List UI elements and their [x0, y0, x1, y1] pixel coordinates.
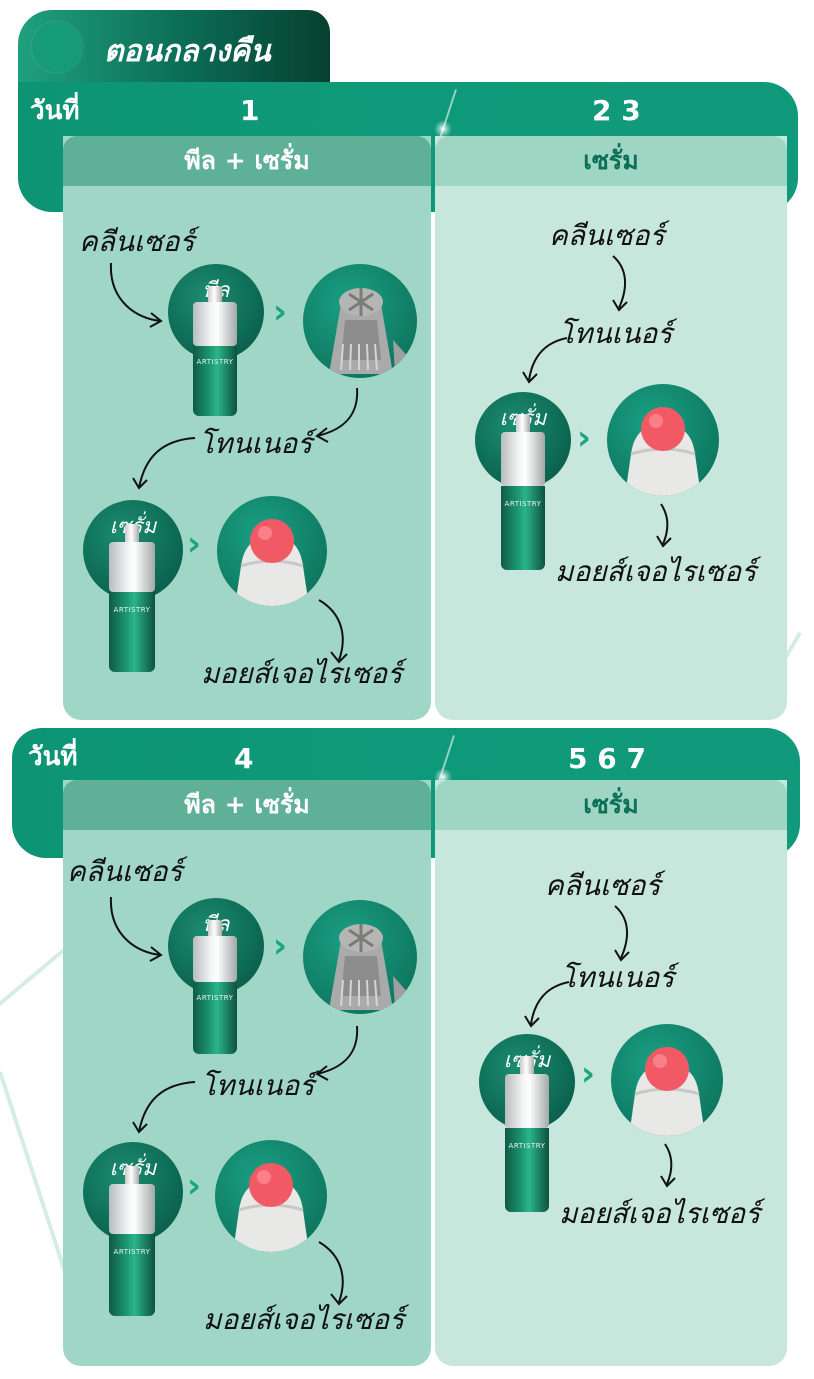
- peel-tool-circle: [303, 900, 417, 1014]
- serum-tool-circle: [607, 384, 719, 496]
- bottle-brand: ARTISTRY: [508, 1142, 546, 1150]
- flow-arrow: [318, 1241, 348, 1306]
- day-number-left: 4: [234, 742, 254, 775]
- serum-bottle-icon: ARTISTRY: [109, 524, 155, 672]
- step-moisturizer: มอยส์เจอไรเซอร์: [201, 657, 403, 690]
- red-light-roller-icon: [629, 1047, 705, 1136]
- day-number-right: 2 3: [592, 94, 641, 127]
- serum-bottle-icon: ARTISTRY: [505, 1056, 549, 1212]
- bottle-brand: ARTISTRY: [196, 358, 234, 366]
- red-light-roller-icon: [625, 407, 701, 496]
- serum-panel-2: เซรั่ม คลีนเซอร์ โทนเนอร์ เซรั่ม ARTISTR…: [435, 780, 787, 1366]
- step-moisturizer: มอยส์เจอไรเซอร์: [559, 1197, 761, 1230]
- step-cleanser: คลีนเซอร์: [549, 219, 665, 252]
- nozzle-attachment-icon: [329, 288, 411, 374]
- serum-tool-circle: [215, 1140, 327, 1252]
- chevron-right-icon: ›: [581, 1054, 596, 1094]
- step-cleanser: คลีนเซอร์: [545, 869, 661, 902]
- day-number-left: 1: [240, 94, 260, 127]
- nozzle-attachment-icon: [329, 924, 411, 1010]
- serum-tool-circle: [217, 496, 327, 606]
- flow-arrow: [318, 599, 348, 664]
- flow-arrow: [109, 896, 163, 962]
- serum-tool-circle: [611, 1024, 723, 1136]
- flow-arrow: [614, 905, 630, 962]
- flow-arrow: [524, 981, 570, 1028]
- bottle-brand: ARTISTRY: [196, 994, 234, 1002]
- chevron-right-icon: ›: [187, 1166, 202, 1206]
- step-cleanser: คลีนเซอร์: [67, 855, 183, 888]
- flow-arrow: [660, 1143, 676, 1188]
- red-light-roller-icon: [235, 519, 309, 606]
- peel-tool-circle: [303, 264, 417, 378]
- peel-serum-panel-2: พีล + เซรั่ม คลีนเซอร์ พีล ARTISTRY ›: [63, 780, 431, 1366]
- panel-title: เซรั่ม: [435, 136, 787, 186]
- chevron-right-icon: ›: [187, 524, 202, 564]
- bottle-brand: ARTISTRY: [113, 606, 151, 614]
- step-toner: โทนเนอร์: [199, 427, 313, 460]
- step-toner: โทนเนอร์: [561, 961, 675, 994]
- sparkle-icon: [434, 120, 452, 138]
- serum-bottle-icon: ARTISTRY: [501, 414, 545, 570]
- day-label: วันที่: [28, 742, 78, 772]
- chevron-right-icon: ›: [273, 292, 288, 332]
- header-circle-icon: [32, 22, 82, 72]
- flow-arrow: [522, 337, 568, 384]
- serum-panel-1: เซรั่ม คลีนเซอร์ โทนเนอร์ เซรั่ม ARTISTR…: [435, 136, 787, 720]
- flow-arrow: [132, 437, 196, 490]
- serum-bottle-icon: ARTISTRY: [109, 1166, 155, 1316]
- flow-arrow: [612, 255, 628, 312]
- panel-title: พีล + เซรั่ม: [63, 780, 431, 830]
- night-header: ตอนกลางคืน: [18, 10, 330, 82]
- step-toner: โทนเนอร์: [201, 1069, 315, 1102]
- flow-arrow: [656, 503, 672, 548]
- page-title: ตอนกลางคืน: [104, 34, 271, 69]
- step-toner: โทนเนอร์: [559, 317, 673, 350]
- flow-arrow: [109, 262, 163, 328]
- panel-title: พีล + เซรั่ม: [63, 136, 431, 186]
- bottle-brand: ARTISTRY: [504, 500, 542, 508]
- peel-bottle-icon: ARTISTRY: [193, 920, 237, 1054]
- step-moisturizer: มอยส์เจอไรเซอร์: [203, 1303, 405, 1336]
- serum-product-circle: เซรั่ม: [83, 1142, 183, 1242]
- day-label: วันที่: [30, 96, 80, 126]
- step-moisturizer: มอยส์เจอไรเซอร์: [555, 555, 757, 588]
- panel-title: เซรั่ม: [435, 780, 787, 830]
- flow-arrow: [315, 1025, 359, 1081]
- step-cleanser: คลีนเซอร์: [79, 225, 195, 258]
- peel-bottle-icon: ARTISTRY: [193, 286, 237, 416]
- flow-arrow: [315, 387, 359, 443]
- chevron-right-icon: ›: [273, 926, 288, 966]
- day-number-right: 5 6 7: [568, 742, 646, 775]
- bottle-brand: ARTISTRY: [113, 1248, 151, 1256]
- peel-serum-panel-1: พีล + เซรั่ม คลีนเซอร์ พีล ARTISTRY ›: [63, 136, 431, 720]
- flow-arrow: [132, 1081, 196, 1134]
- chevron-right-icon: ›: [577, 418, 592, 458]
- red-light-roller-icon: [233, 1163, 309, 1252]
